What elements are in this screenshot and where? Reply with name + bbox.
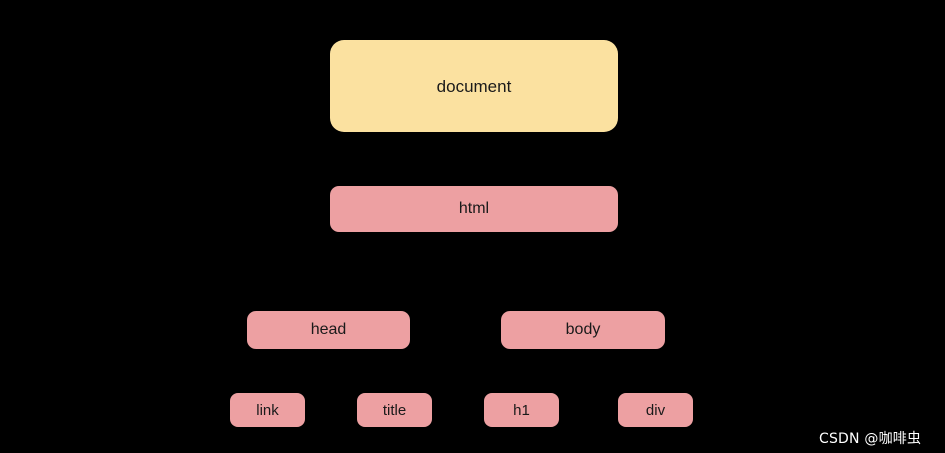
node-title-label: title: [382, 401, 407, 419]
node-link[interactable]: link: [230, 393, 305, 427]
node-div[interactable]: div: [618, 393, 693, 427]
node-html[interactable]: html: [330, 186, 618, 232]
node-head-label: head: [310, 321, 347, 338]
node-h1[interactable]: h1: [484, 393, 559, 427]
node-html-label: html: [458, 200, 490, 217]
node-body[interactable]: body: [501, 311, 665, 349]
node-document[interactable]: document: [330, 40, 618, 132]
node-h1-label: h1: [513, 401, 530, 419]
node-div-label: div: [645, 401, 666, 419]
csdn-watermark: CSDN @咖啡虫: [819, 431, 922, 447]
node-document-label: document: [436, 76, 512, 96]
node-body-label: body: [565, 321, 601, 338]
node-link-label: link: [256, 401, 279, 419]
node-head[interactable]: head: [247, 311, 410, 349]
node-title[interactable]: title: [357, 393, 432, 427]
